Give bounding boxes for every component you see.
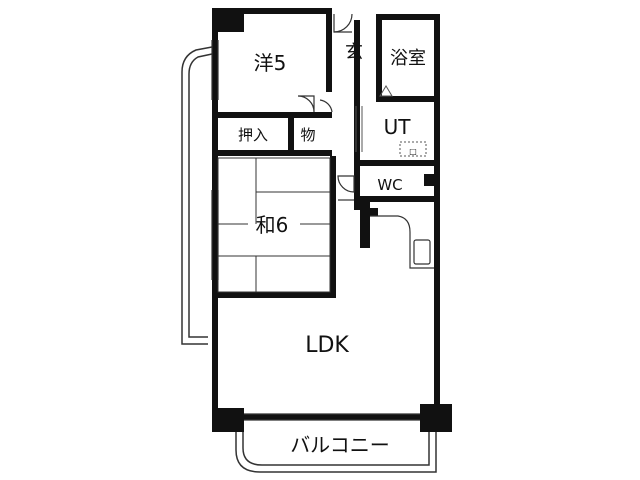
room-label-closet: 押入 — [238, 126, 268, 144]
room-label-ldk: LDK — [305, 333, 349, 358]
room-label-utility: UT — [384, 115, 412, 139]
bottom-balcony-railing — [235, 426, 437, 473]
columns — [212, 8, 452, 432]
left-balcony-railing — [181, 46, 213, 345]
tatami-grid — [217, 157, 331, 293]
room-label-balcony: バルコニー — [290, 433, 390, 457]
room-label-western: 洋5 — [254, 51, 287, 75]
room-label-japanese: 和6 — [256, 213, 289, 237]
door-swings — [297, 13, 355, 201]
washer-mark: □ — [409, 147, 417, 156]
room-label-storage: 物 — [300, 126, 315, 144]
walls — [212, 8, 440, 426]
room-label-entrance: 玄 — [345, 42, 363, 63]
kitchen-fixtures — [370, 215, 434, 269]
room-label-toilet: WC — [377, 176, 402, 194]
room-label-bath: 浴室 — [390, 48, 426, 69]
utility-fixtures — [355, 85, 427, 157]
